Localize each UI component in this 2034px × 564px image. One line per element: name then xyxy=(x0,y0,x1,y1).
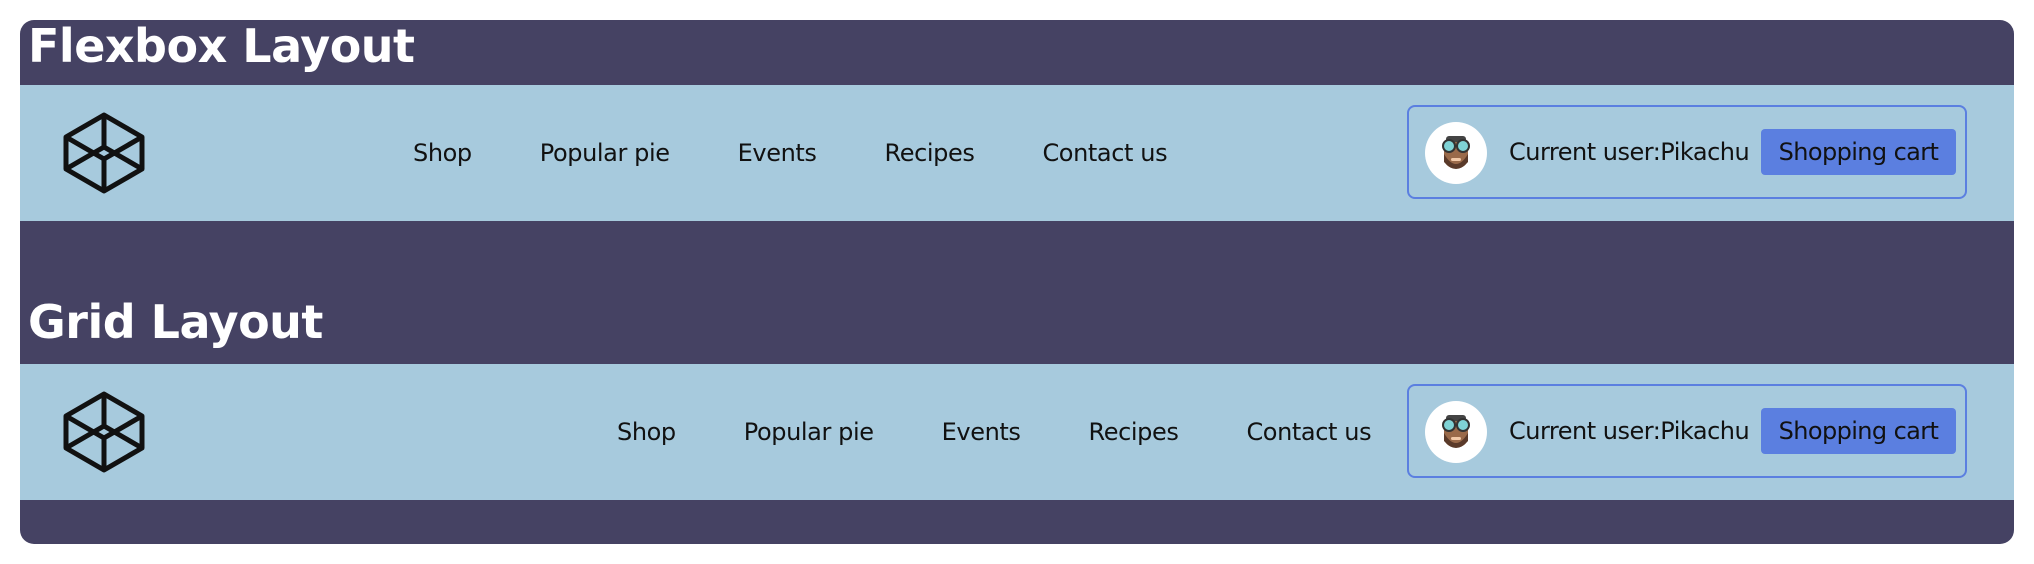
nav-link-popular-pie[interactable]: Popular pie xyxy=(539,139,670,167)
bearded-man-avatar-icon xyxy=(1425,122,1487,184)
cube-logo-icon[interactable] xyxy=(62,111,146,195)
nav-link-popular-pie[interactable]: Popular pie xyxy=(743,418,874,446)
current-user-label: Current user:Pikachu xyxy=(1509,138,1750,166)
grid-nav-links: Shop Popular pie Events Recipes Contact … xyxy=(617,364,1439,500)
flexbox-navbar: Shop Popular pie Events Recipes Contact … xyxy=(20,85,2014,221)
user-info-box: Current user:Pikachu Shopping cart xyxy=(1407,105,1967,199)
bearded-man-avatar-icon xyxy=(1425,401,1487,463)
user-info-box: Current user:Pikachu Shopping cart xyxy=(1407,384,1967,478)
nav-link-events[interactable]: Events xyxy=(737,139,817,167)
grid-layout-heading: Grid Layout xyxy=(28,295,323,349)
nav-link-recipes[interactable]: Recipes xyxy=(884,139,975,167)
flexbox-nav-links: Shop Popular pie Events Recipes Contact … xyxy=(413,85,1235,221)
grid-navbar: Shop Popular pie Events Recipes Contact … xyxy=(20,364,2014,500)
current-user-label: Current user:Pikachu xyxy=(1509,417,1750,445)
shopping-cart-button[interactable]: Shopping cart xyxy=(1761,129,1956,175)
cube-logo-icon[interactable] xyxy=(62,390,146,474)
nav-link-contact-us[interactable]: Contact us xyxy=(1246,418,1372,446)
nav-link-events[interactable]: Events xyxy=(941,418,1021,446)
nav-link-shop[interactable]: Shop xyxy=(617,418,676,446)
shopping-cart-button[interactable]: Shopping cart xyxy=(1761,408,1956,454)
nav-link-shop[interactable]: Shop xyxy=(413,139,472,167)
nav-link-contact-us[interactable]: Contact us xyxy=(1042,139,1168,167)
flexbox-layout-heading: Flexbox Layout xyxy=(28,20,415,73)
nav-link-recipes[interactable]: Recipes xyxy=(1088,418,1179,446)
demo-panel: Flexbox Layout Shop Popular pie Events R… xyxy=(20,20,2014,544)
